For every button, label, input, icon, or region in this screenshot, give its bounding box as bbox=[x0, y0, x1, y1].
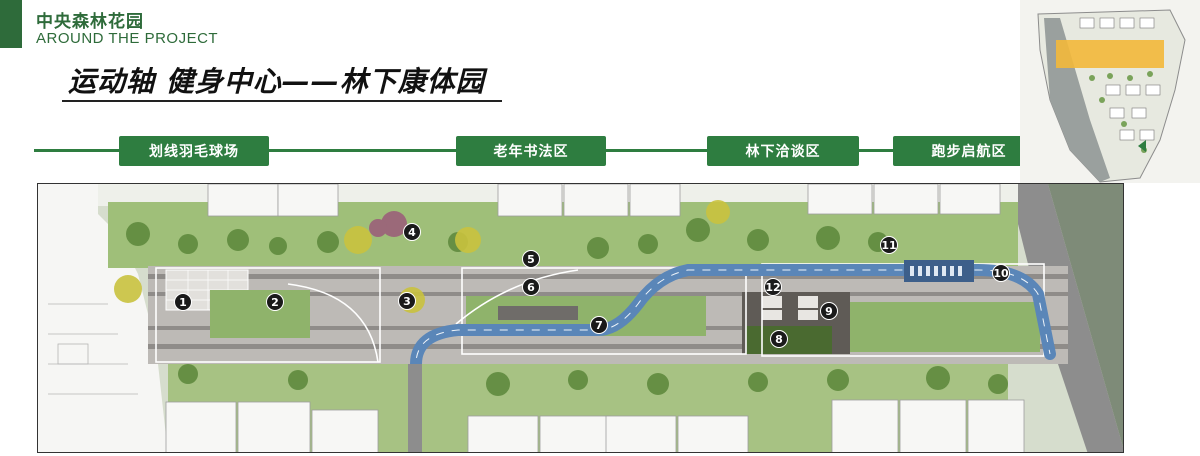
marker-6: 6 bbox=[522, 278, 540, 296]
zone-tab-calligraphy[interactable]: 老年书法区 bbox=[456, 136, 606, 166]
marker-5: 5 bbox=[522, 250, 540, 268]
page-title: 运动轴 健身中心——林下康体园 bbox=[68, 65, 485, 98]
brand-title: 中央森林花园 bbox=[36, 12, 144, 32]
zone-tab-running-start[interactable]: 跑步启航区 bbox=[893, 136, 1045, 166]
marker-9: 9 bbox=[820, 302, 838, 320]
context-location-map bbox=[1020, 0, 1200, 183]
site-plan-map bbox=[37, 183, 1124, 453]
marker-7: 7 bbox=[590, 316, 608, 334]
marker-2: 2 bbox=[266, 293, 284, 311]
title-underline bbox=[62, 100, 502, 102]
marker-4: 4 bbox=[403, 223, 421, 241]
zone-tab-badminton[interactable]: 划线羽毛球场 bbox=[119, 136, 269, 166]
zone-tab-meeting[interactable]: 林下洽谈区 bbox=[707, 136, 859, 166]
marker-8: 8 bbox=[770, 330, 788, 348]
accent-bar bbox=[0, 0, 22, 48]
marker-10: 10 bbox=[992, 264, 1010, 282]
marker-1: 1 bbox=[174, 293, 192, 311]
marker-11: 11 bbox=[880, 236, 898, 254]
marker-12: 12 bbox=[764, 278, 782, 296]
marker-3: 3 bbox=[398, 292, 416, 310]
brand-subtitle: AROUND THE PROJECT bbox=[36, 30, 219, 47]
